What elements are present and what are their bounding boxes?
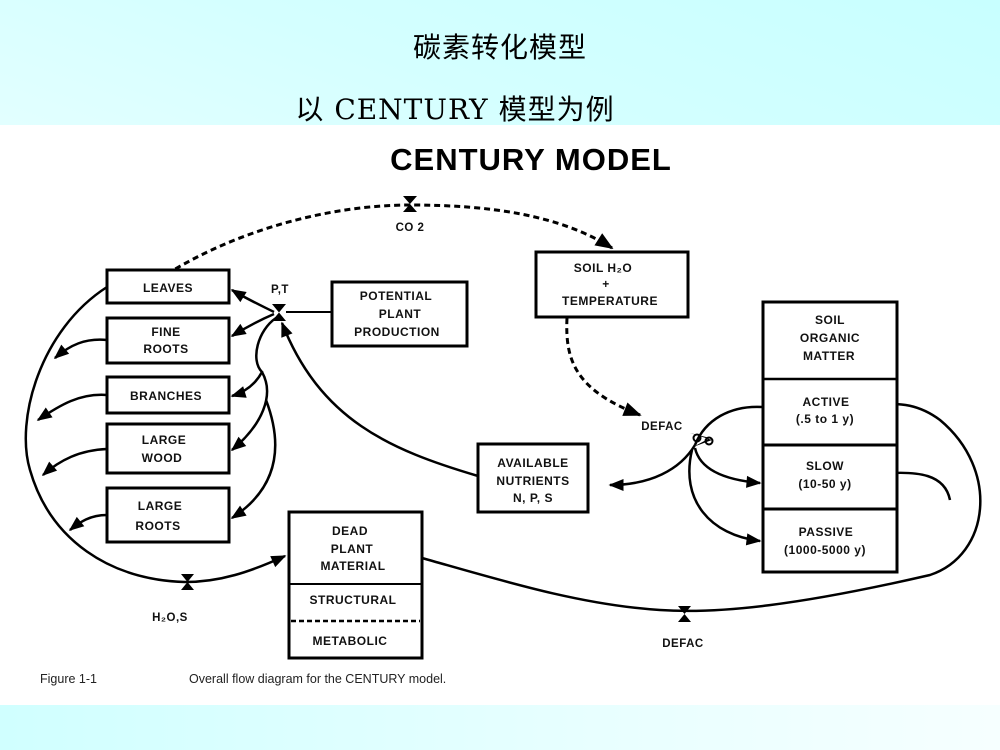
svg-text:FINE: FINE [151, 325, 180, 339]
century-model-figure: CENTURY MODEL CO 2 LEAVES FINE ROOTS BRA… [0, 125, 1000, 705]
branches-death-arrow [36, 393, 108, 422]
to-slow-arrow [693, 447, 762, 488]
som-slow-pool: SLOW (10-50 y) [763, 459, 897, 511]
alloc-fine-roots-arrow [230, 312, 275, 338]
pool-branches: BRANCHES [105, 375, 231, 415]
nutrient-uptake-arrow [280, 321, 479, 478]
large-roots-death-arrow [68, 513, 108, 531]
svg-text:N, P, S: N, P, S [513, 491, 553, 505]
svg-text:+: + [602, 277, 610, 291]
svg-text:ROOTS: ROOTS [135, 519, 180, 533]
box-potential-plant-production: POTENTIAL PLANT PRODUCTION [330, 280, 469, 348]
co2-valve-icon [403, 196, 417, 212]
co2-label: CO 2 [396, 222, 425, 234]
figure-caption: Overall flow diagram for the CENTURY mod… [189, 672, 446, 686]
alloc-large-roots-arrow [230, 399, 277, 520]
svg-text:(.5 to 1 y): (.5 to 1 y) [796, 412, 854, 426]
figure-title: CENTURY MODEL [390, 142, 672, 177]
box-soil-organic-matter: SOIL ORGANIC MATTER [761, 300, 899, 574]
svg-text:ACTIVE: ACTIVE [802, 395, 849, 409]
defac-bottom-label: DEFAC [662, 638, 703, 650]
svg-text:SOIL H₂O: SOIL H₂O [574, 261, 632, 275]
svg-text:PASSIVE: PASSIVE [799, 525, 854, 539]
svg-text:SLOW: SLOW [806, 459, 844, 473]
pool-fine-roots: FINE ROOTS [105, 316, 231, 365]
pt-label: P,T [271, 284, 289, 296]
svg-text:ORGANIC: ORGANIC [800, 331, 860, 345]
svg-text:BRANCHES: BRANCHES [130, 389, 202, 403]
climate-to-defac-arrow [565, 317, 642, 417]
box-dead-plant-material: DEAD PLANT MATERIAL STRUCTURAL METABOLIC [287, 510, 424, 660]
pt-valve-icon [272, 304, 286, 321]
metabolic-label: METABOLIC [313, 634, 388, 648]
svg-text:DEAD: DEAD [332, 524, 368, 538]
box-soil-water-temperature: SOIL H₂O + TEMPERATURE [534, 250, 690, 319]
alloc-leaves-arrow [230, 288, 275, 314]
svg-text:MATTER: MATTER [803, 349, 855, 363]
figure-number: Figure 1-1 [40, 672, 97, 686]
box-available-nutrients: AVAILABLE NUTRIENTS N, P, S [476, 442, 590, 514]
large-wood-death-arrow [41, 447, 108, 476]
svg-text:SOIL: SOIL [815, 313, 845, 327]
fine-roots-death-arrow [53, 338, 108, 359]
slide-subtitle: 以 CENTURY 模型为例 [295, 93, 615, 126]
pool-large-roots: LARGE ROOTS [105, 486, 231, 544]
svg-text:AVAILABLE: AVAILABLE [497, 456, 568, 470]
alloc-large-wood-arrow [230, 371, 269, 451]
slide-title: 碳素转化模型 [412, 31, 587, 64]
mineralization-arrow [608, 444, 697, 491]
h2os-valve-icon [181, 574, 194, 590]
svg-text:ROOTS: ROOTS [143, 342, 188, 356]
alloc-branches-arrow [230, 316, 277, 398]
to-passive-arrow [688, 449, 762, 546]
svg-text:PLANT: PLANT [379, 307, 422, 321]
defac-soil-label: DEFAC [641, 421, 682, 433]
slide-footer-band [0, 705, 1000, 750]
svg-text:POTENTIAL: POTENTIAL [360, 289, 433, 303]
structural-label: STRUCTURAL [310, 593, 397, 607]
litterfall-arc [24, 285, 287, 584]
flow-diagram: CENTURY MODEL CO 2 LEAVES FINE ROOTS BRA… [24, 142, 982, 686]
som-active-pool: ACTIVE (.5 to 1 y) [763, 395, 897, 447]
active-decomp-arc [693, 405, 764, 446]
svg-text:LEAVES: LEAVES [143, 281, 193, 295]
svg-text:PRODUCTION: PRODUCTION [354, 325, 440, 339]
svg-text:PLANT: PLANT [331, 542, 374, 556]
decomposition-flow [421, 397, 982, 613]
svg-text:(1000-5000 y): (1000-5000 y) [784, 543, 866, 557]
svg-text:WOOD: WOOD [142, 451, 183, 465]
h2os-label: H₂O,S [152, 612, 188, 624]
pool-large-wood: LARGE WOOD [105, 422, 231, 475]
svg-text:(10-50 y): (10-50 y) [798, 477, 851, 491]
svg-text:LARGE: LARGE [142, 433, 187, 447]
svg-text:TEMPERATURE: TEMPERATURE [562, 294, 658, 308]
defac-bottom-valve-icon [678, 606, 691, 622]
svg-text:MATERIAL: MATERIAL [320, 559, 385, 573]
pool-leaves: LEAVES [105, 268, 231, 305]
svg-text:LARGE: LARGE [138, 499, 183, 513]
svg-text:NUTRIENTS: NUTRIENTS [496, 474, 569, 488]
som-passive-pool: PASSIVE (1000-5000 y) [784, 525, 866, 557]
